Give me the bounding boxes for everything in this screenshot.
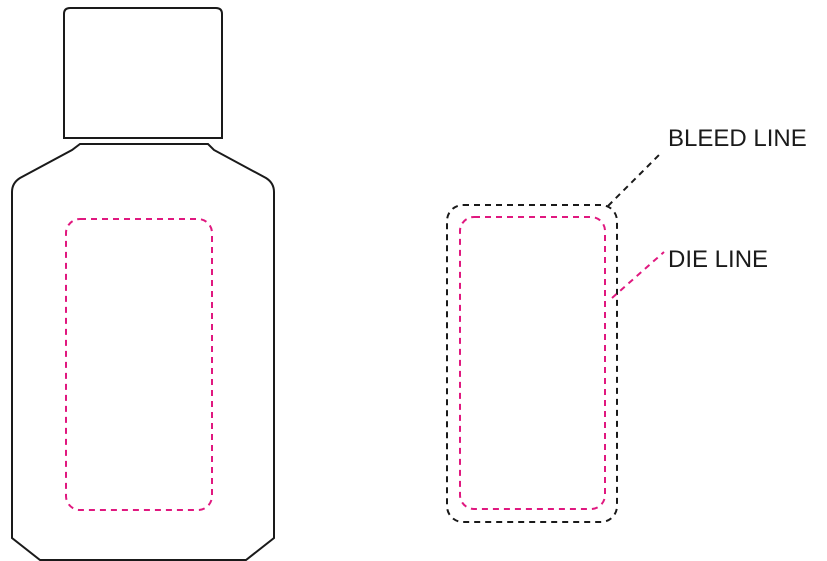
die-line-leader <box>611 251 665 299</box>
bottle-body <box>11 143 275 561</box>
bleed-line-label: BLEED LINE <box>668 125 807 152</box>
die-line-rect <box>459 216 606 510</box>
bleed-line-leader <box>607 151 663 207</box>
bleed-line-rect <box>446 204 618 523</box>
bottle-illustration <box>11 7 275 561</box>
bottle-die-line <box>65 218 213 511</box>
label-outline-group <box>446 204 618 523</box>
die-line-label: DIE LINE <box>668 246 768 273</box>
bottle-cap <box>63 7 223 139</box>
